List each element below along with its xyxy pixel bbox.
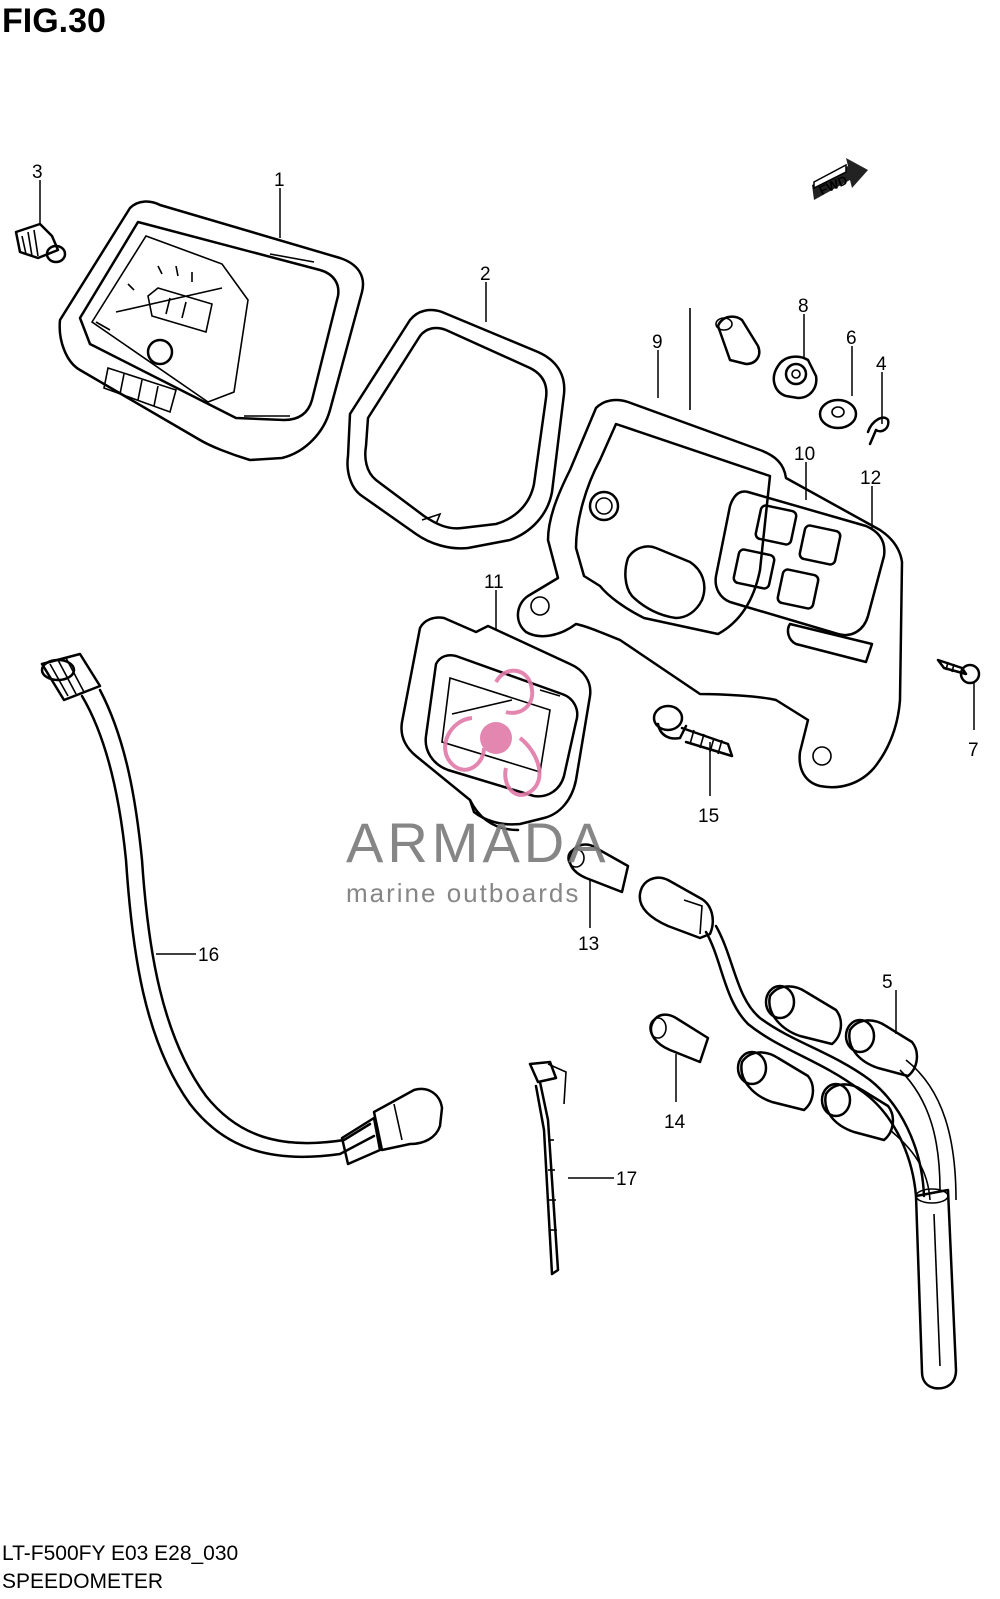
callout-6: 6 (846, 328, 857, 349)
callout-8: 8 (798, 296, 809, 317)
callout-labels: 1 2 3 4 5 6 7 8 9 10 12 11 13 14 15 16 1… (32, 162, 979, 1190)
callout-1: 1 (274, 170, 285, 191)
part-4-clip (866, 416, 890, 446)
callout-17: 17 (616, 1169, 637, 1190)
part-3-cable-nut (14, 222, 67, 264)
part-bulb-top (715, 315, 761, 366)
leader-lines (39, 180, 975, 1179)
armada-logo-icon (443, 668, 542, 797)
callout-11-12: 12 (860, 468, 881, 489)
model-line: LT-F500FY E03 E28_030 (2, 1542, 239, 1565)
callout-13: 13 (578, 934, 599, 955)
part-16-speedometer-cable (40, 652, 444, 1166)
callout-2: 2 (480, 264, 491, 285)
part-9-meter-case (516, 308, 904, 789)
callout-5: 5 (882, 972, 893, 993)
section-name: SPEEDOMETER (2, 1570, 164, 1593)
part-5-wiring-harness (638, 876, 958, 1390)
part-13-bulb (567, 843, 630, 894)
watermark-tagline: marine outboards (346, 878, 580, 908)
part-7-screw (936, 658, 981, 685)
part-1-speedometer-assembly (58, 200, 365, 462)
footer: LT-F500FY E03 E28_030 SPEEDOMETER (2, 1540, 238, 1596)
part-15-bolt (652, 704, 734, 758)
figure-title: FIG.30 (2, 2, 106, 40)
callout-15: 15 (698, 806, 719, 827)
part-10-indicator-panel (714, 490, 886, 637)
part-17-cable-tie (528, 1060, 567, 1276)
callout-16: 16 (198, 945, 219, 966)
callout-14: 14 (664, 1112, 686, 1133)
watermark-brand: ARMADA (346, 811, 610, 874)
fwd-label: FWD (817, 172, 850, 198)
part-2-lens-frame (346, 308, 566, 550)
callout-4: 4 (876, 354, 887, 375)
callout-10: 10 (794, 444, 815, 465)
part-14-bulb (649, 1013, 710, 1064)
callout-11: 11 (484, 572, 504, 593)
callout-3: 3 (32, 162, 43, 183)
fwd-arrow-icon: FWD (812, 158, 868, 200)
watermark: ARMADA marine outboards (346, 668, 610, 908)
part-12-seal-strip (786, 622, 874, 664)
part-8-bulb-socket (772, 355, 818, 400)
callout-9: 9 (652, 332, 663, 353)
callout-7: 7 (968, 740, 979, 761)
part-6-washer (818, 398, 858, 430)
